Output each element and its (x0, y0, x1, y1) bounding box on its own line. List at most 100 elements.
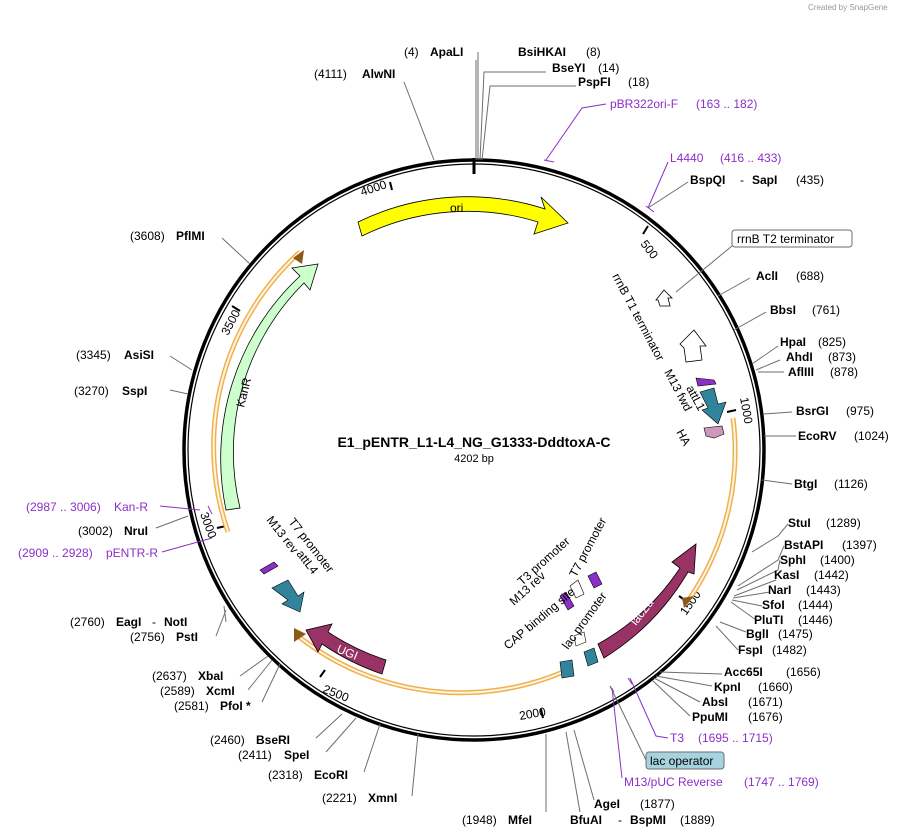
lac-promoter-feature (583, 647, 599, 667)
plasmid-backbone (182, 158, 766, 742)
enzyme-name2: SapI (752, 173, 777, 187)
enzyme-pos: (3608) (130, 229, 165, 243)
enzyme-pos: (1446) (798, 613, 833, 627)
enzyme-label: BseYI (14) (552, 61, 619, 75)
enzyme-pos: (1948) (462, 813, 497, 827)
enzyme-label: BfuAI - BspMI (1889) (570, 813, 715, 827)
enzyme-label: BsrGI (975) (796, 404, 874, 418)
enzyme-label: (3345) AsiSI (76, 348, 154, 362)
rrnb-t2-box: rrnB T2 terminator (675, 229, 853, 293)
enzyme-name: NruI (124, 524, 148, 538)
primer-name: T3 (670, 731, 684, 745)
enzyme-name: BbsI (770, 303, 796, 317)
tick-label-500: 500 (638, 237, 662, 262)
primer-range: (1695 .. 1715) (698, 731, 773, 745)
enzyme-pos: (1482) (772, 643, 807, 657)
enzyme-name: EagI (116, 615, 141, 629)
enzyme-label: Acc65I (1656) (724, 665, 821, 679)
enzyme-label: BspQI - SapI (435) (690, 173, 824, 187)
primer-name: pENTR-R (106, 546, 158, 560)
primer-labels: pBR322ori-F (163 .. 182) L4440 (416 .. 4… (18, 97, 819, 789)
enzyme-sep: - (740, 173, 744, 187)
enzyme-label: SphI (1400) (780, 553, 855, 567)
enzyme-label: PpuMI (1676) (692, 710, 783, 724)
enzyme-name: AclI (756, 269, 778, 283)
enzyme-name: XcmI (206, 684, 235, 698)
enzyme-name: EcoRI (314, 768, 348, 782)
enzyme-label: PspFI (18) (578, 75, 649, 89)
orf-arrow-bottom (294, 628, 306, 642)
enzyme-pos: (1676) (748, 710, 783, 724)
tick-label-1500: 1500 (677, 588, 704, 618)
enzyme-pos: (2318) (268, 768, 303, 782)
enzyme-label: StuI (1289) (788, 516, 861, 530)
tick-label-3000: 3000 (197, 510, 219, 540)
enzyme-pos: (1889) (680, 813, 715, 827)
enzyme-name: BseRI (256, 733, 290, 747)
primer-name: Kan-R (114, 500, 148, 514)
tick-label-2000: 2000 (518, 704, 547, 722)
enzyme-label: BtgI (1126) (794, 477, 868, 491)
enzyme-label: (2589) XcmI (160, 684, 235, 698)
enzyme-label: AgeI (1877) (594, 797, 675, 811)
enzyme-pos: (1671) (748, 695, 783, 709)
enzyme-name: BstAPI (784, 538, 823, 552)
kanr-feature (220, 263, 319, 511)
lacza-feature (597, 543, 697, 659)
enzyme-pos: (1024) (854, 429, 889, 443)
enzyme-name: PspFI (578, 75, 611, 89)
enzyme-name: PflMI (176, 229, 205, 243)
enzyme-pos: (1656) (786, 665, 821, 679)
enzyme-name: NarI (768, 583, 791, 597)
enzyme-pos: (1126) (834, 477, 868, 491)
attl1-feature (699, 387, 727, 425)
enzyme-name: ApaLI (430, 45, 463, 59)
enzyme-name: Acc65I (724, 665, 763, 679)
enzyme-name: EcoRV (798, 429, 836, 443)
rrnb-t2-label: rrnB T2 terminator (737, 232, 834, 246)
enzyme-label: (2411) SpeI (238, 748, 309, 762)
enzyme-name: BsrGI (796, 404, 829, 418)
enzyme-name: KpnI (714, 680, 741, 694)
enzyme-pos: (1397) (842, 538, 877, 552)
primer-name: L4440 (670, 151, 704, 165)
ori-label: ori (450, 201, 463, 215)
primer-label: T3 (1695 .. 1715) (670, 731, 773, 745)
enzyme-name: SfoI (762, 598, 785, 612)
enzyme-pos: (873) (828, 350, 856, 364)
enzyme-leaders (155, 52, 796, 813)
enzyme-label: (1948) MfeI (462, 813, 532, 827)
primer-label: (2909 .. 2928) pENTR-R (18, 546, 158, 560)
enzyme-label: (4111) AlwNI (314, 67, 395, 81)
enzyme-name: XbaI (198, 669, 223, 683)
enzyme-label: (2581) PfoI * (174, 699, 251, 713)
enzyme-label: KpnI (1660) (714, 680, 793, 694)
enzyme-label: (2318) EcoRI (268, 768, 348, 782)
enzyme-pos: (1475) (778, 627, 813, 641)
enzyme-label: EcoRV (1024) (798, 429, 889, 443)
primer-range: (416 .. 433) (720, 151, 781, 165)
primer-label: pBR322ori-F (163 .. 182) (610, 97, 757, 111)
enzyme-pos: (2637) (152, 669, 187, 683)
enzyme-name: PpuMI (692, 710, 728, 724)
enzyme-pos: (4111) (314, 67, 347, 81)
ugi-feature (305, 623, 387, 675)
enzyme-sep: - (618, 813, 622, 827)
enzyme-pos: (2760) (70, 615, 105, 629)
t3-promoter-feature (569, 579, 585, 599)
enzyme-pos: (3270) (74, 384, 109, 398)
lac-operator-feature (573, 631, 587, 647)
enzyme-label: KasI (1442) (774, 568, 849, 582)
m13rev-primer-right (559, 591, 575, 611)
cap-site-feature (559, 659, 575, 679)
enzyme-name: MfeI (508, 813, 532, 827)
enzyme-label: (2221) XmnI (322, 791, 397, 805)
primer-range: (1747 .. 1769) (744, 775, 819, 789)
enzyme-label: (2760) EagI - NotI (70, 615, 187, 629)
enzyme-pos: (2221) (322, 791, 357, 805)
enzyme-label: AclI (688) (756, 269, 824, 283)
primer-range: (2987 .. 3006) (26, 500, 101, 514)
enzyme-pos: (761) (812, 303, 840, 317)
rrnb-t1-feature (679, 329, 707, 363)
